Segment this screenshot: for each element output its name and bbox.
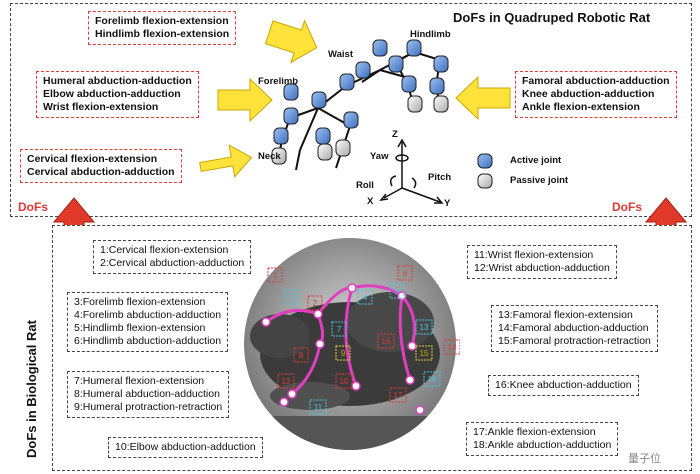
marker-15: 15: [420, 349, 429, 358]
bio-13: 13:Famoral flexion-extension: [498, 309, 633, 321]
marker-11: 11: [314, 403, 323, 412]
cervical-box: Cervical flexion-extension Cervical abdu…: [20, 149, 182, 183]
bio-10: 10:Elbow abduction-adduction: [115, 441, 256, 453]
robot-section-title: DoFs in Quadruped Robotic Rat: [453, 10, 651, 25]
bio-1: 1:Cervical flexion-extension: [100, 244, 229, 256]
marker-13: 13: [420, 323, 429, 332]
cervical-line-2: Cervical abduction-adduction: [27, 166, 175, 178]
bio-box-ankle: 17:Ankle flexion-extension 18:Ankle abdu…: [466, 422, 619, 456]
marker-16: 16: [382, 337, 391, 346]
hind-joints-line-1: Famoral abduction-adduction: [522, 75, 670, 87]
red-arrow-right: [644, 197, 688, 225]
bio-3: 3:Forelimb flexion-extension: [74, 296, 206, 308]
bio-15: 15:Famoral protraction-retraction: [498, 335, 651, 347]
bio-5: 5:Hindlimb flexion-extension: [74, 322, 206, 334]
arrow-fore-joints: [217, 77, 273, 123]
marker-14: 14: [448, 343, 457, 352]
fore-joints-line-1: Humeral abduction-adduction: [43, 75, 192, 87]
axis-diagram: [379, 138, 444, 204]
bio-17: 17:Ankle flexion-extension: [473, 426, 596, 438]
axis-x-label: X: [367, 196, 374, 207]
bio-box-limbs: 3:Forelimb flexion-extension 4:Forelimb …: [67, 292, 229, 352]
bio-18: 18:Ankle abduction-adduction: [473, 439, 612, 451]
fore-joints-line-3: Wrist flexion-extension: [43, 101, 159, 113]
bio-section-frame: [52, 225, 692, 471]
hindlimb-joints-box: Famoral abduction-adduction Knee abducti…: [515, 71, 677, 118]
active-joints: [273, 39, 449, 145]
active-joint-label: Active joint: [510, 155, 562, 166]
robot-section-frame: [10, 3, 692, 217]
marker-2: 2: [313, 299, 318, 308]
forelimb-label: Forelimb: [258, 76, 299, 87]
marker-1: 1: [273, 271, 278, 280]
marker-4: 4: [363, 293, 368, 302]
marker-8: 8: [299, 351, 304, 360]
bio-box-wrist: 11:Wrist flexion-extension 12:Wrist abdu…: [467, 245, 617, 279]
bio-11: 11:Wrist flexion-extension: [474, 249, 594, 261]
axis-y-label: Y: [444, 198, 451, 209]
roll-label: Roll: [356, 180, 374, 191]
neck-label: Neck: [258, 151, 281, 162]
marker-7: 7: [337, 325, 342, 334]
bio-box-famoral: 13:Famoral flexion-extension 14:Famoral …: [491, 305, 658, 352]
robot-schematic: [52, 19, 688, 225]
yaw-label: Yaw: [370, 151, 389, 162]
waist-label: Waist: [328, 49, 353, 60]
marker-3: 3: [289, 293, 294, 302]
marker-12: 12: [282, 377, 291, 386]
bio-9: 9:Humeral protraction-retraction: [74, 401, 223, 413]
bio-box-elbow: 10:Elbow abduction-adduction: [108, 437, 263, 458]
dofs-label-left: DoFs: [18, 200, 48, 214]
bio-14: 14:Famoral abduction-adduction: [498, 322, 649, 334]
bio-2: 2:Cervical abduction-adduction: [100, 257, 245, 269]
marker-17: 17: [394, 391, 403, 400]
limb-flex-line-2: Hindlimb flexion-extension: [95, 28, 230, 40]
limb-flexion-box: Forelimb flexion-extension Hindlimb flex…: [88, 11, 237, 45]
passive-joints: [271, 95, 449, 165]
hind-joints-line-2: Knee abduction-adduction: [522, 88, 655, 100]
hindlimb-label: Hindlimb: [410, 29, 451, 40]
bio-8: 8:Humeral abduction-adduction: [74, 388, 220, 400]
bio-6: 6:Hindlimb abduction-adduction: [74, 335, 222, 347]
rat-photo: 1 2 3 4 5 6 7 8 9 10 11 12 13 14 15 16 1…: [244, 238, 460, 450]
legend-active-joint-icon: [477, 153, 493, 169]
marker-6: 6: [403, 269, 408, 278]
axis-z-label: Z: [392, 129, 398, 140]
marker-9: 9: [341, 349, 346, 358]
bio-section-title: DoFs in Biological Rat: [24, 320, 39, 458]
red-arrow-left: [52, 197, 96, 225]
bio-box-cervical: 1:Cervical flexion-extension 2:Cervical …: [93, 240, 252, 274]
marker-18: 18: [428, 375, 437, 384]
fore-joints-line-2: Elbow abduction-adduction: [43, 88, 181, 100]
cervical-line-1: Cervical flexion-extension: [27, 153, 158, 165]
joint-markers: 1 2 3 4 5 6 7 8 9 10 11 12 13 14 15 16 1…: [267, 265, 460, 415]
limb-flex-line-1: Forelimb flexion-extension: [95, 15, 229, 27]
watermark: 量子位: [628, 453, 661, 465]
legend-passive-joint-icon: [477, 173, 493, 189]
arrow-hind-joints: [455, 75, 511, 121]
bio-4: 4:Forelimb abduction-adduction: [74, 309, 222, 321]
bio-7: 7:Humeral flexion-extension: [74, 375, 205, 387]
passive-joint-label: Passive joint: [510, 175, 569, 186]
arrow-cervical: [199, 144, 253, 178]
bio-16: 16:Knee abduction-adduction: [495, 379, 632, 391]
forelimb-joints-box: Humeral abduction-adduction Elbow abduct…: [36, 71, 199, 118]
bio-12: 12:Wrist abduction-adduction: [474, 262, 610, 274]
hind-joints-line-3: Ankle flexion-extension: [522, 101, 640, 113]
marker-5: 5: [395, 287, 400, 296]
arrow-limb-flex: [264, 19, 318, 64]
marker-10: 10: [340, 377, 349, 386]
bio-box-humeral: 7:Humeral flexion-extension 8:Humeral ab…: [67, 371, 230, 418]
dofs-label-right: DoFs: [612, 200, 642, 214]
bio-box-knee: 16:Knee abduction-adduction: [488, 375, 639, 396]
pitch-label: Pitch: [428, 172, 452, 183]
